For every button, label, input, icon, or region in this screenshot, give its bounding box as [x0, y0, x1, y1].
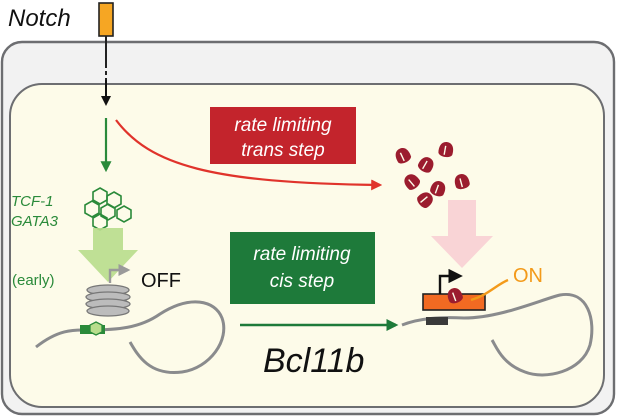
cis-step-box — [230, 232, 375, 304]
trans-step-line2: trans step — [241, 140, 324, 161]
active-promoter-arrow — [438, 268, 463, 294]
transcript-line — [470, 278, 509, 302]
gene-label: Bcl11b — [263, 342, 364, 380]
factor-recruitment-arrow — [431, 200, 493, 268]
gata3-label: GATA3 — [11, 213, 59, 230]
early-label: (early) — [12, 272, 55, 289]
notch-receptor — [98, 2, 114, 37]
notch-label: Notch — [8, 5, 71, 32]
dna-loop-on — [401, 293, 594, 377]
trans-step-box — [210, 107, 356, 164]
trans-step-line1: rate limiting — [234, 115, 332, 136]
on-label: ON — [513, 265, 543, 287]
enhancer-marker — [426, 317, 448, 325]
tf-binding-arrow — [78, 228, 138, 282]
cis-step-line2: cis step — [270, 271, 334, 292]
trans-red-arrow — [115, 119, 383, 191]
tcf1-label: TCF-1 — [11, 193, 54, 210]
chromatin-coil-icon — [85, 284, 131, 317]
bound-tf-icon — [89, 321, 103, 336]
off-label: OFF — [141, 270, 181, 292]
inactive-promoter-arrow — [108, 264, 131, 283]
cis-step-line1: rate limiting — [253, 244, 351, 265]
